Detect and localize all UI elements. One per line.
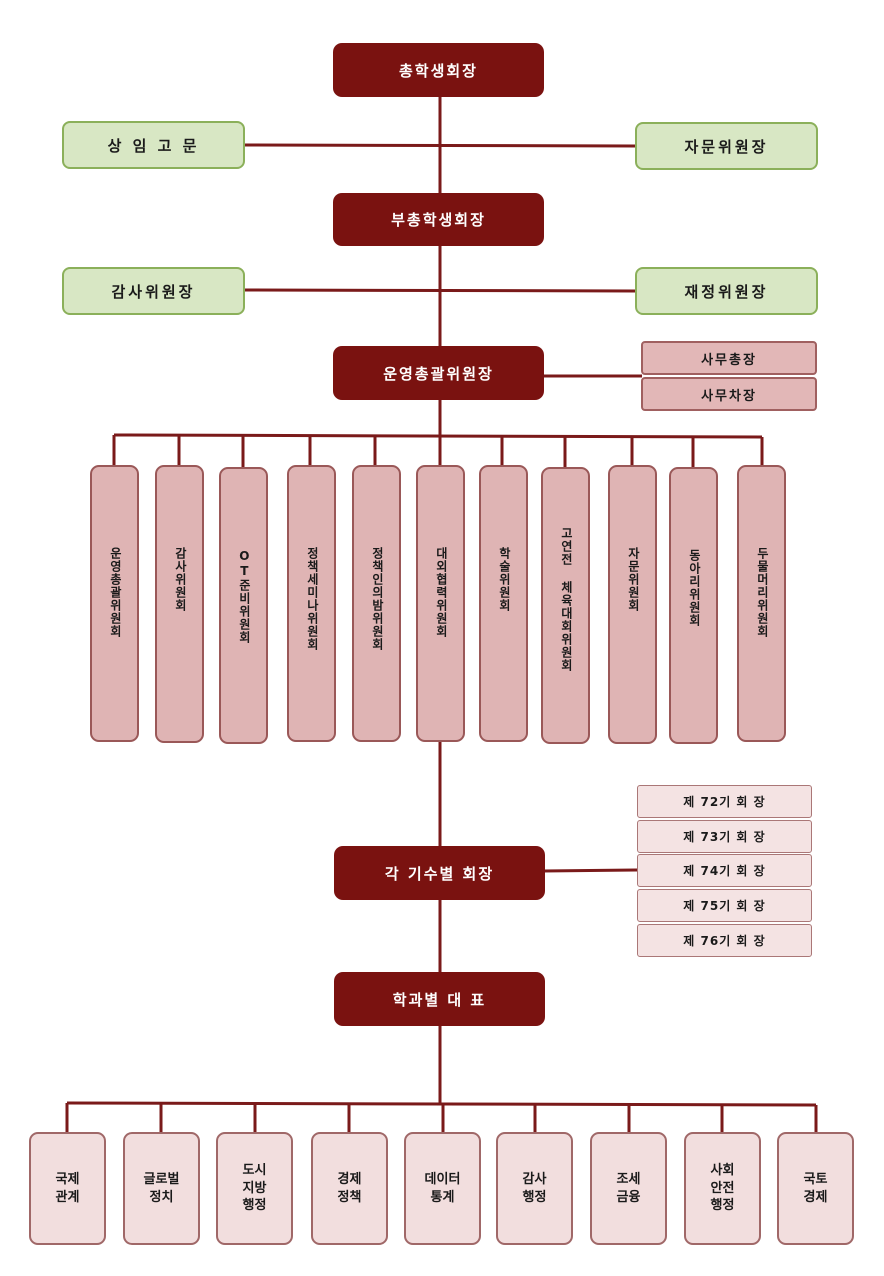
- cohort-item-label: 제 76기 회 장: [683, 934, 766, 948]
- committee-label: OT준비위원회: [237, 549, 252, 644]
- ops-chair-label: 운영총괄위원장: [383, 364, 494, 383]
- committee-box: 정책세미나위원회: [287, 465, 336, 742]
- department-label: 경제 정책: [337, 1171, 362, 1205]
- advisor-left-box: 상 임 고 문: [62, 121, 245, 169]
- department-box: 경제 정책: [311, 1132, 388, 1245]
- committee-label: 정책세미나위원회: [305, 547, 320, 651]
- advisor-left-label: 상 임 고 문: [107, 136, 200, 155]
- secretary-general-label: 사무총장: [701, 352, 757, 368]
- committee-box: 자문위원회: [608, 465, 657, 744]
- department-label: 데이터 통계: [424, 1171, 461, 1205]
- committee-box: 고연전 체육대회위원회: [541, 467, 590, 744]
- ops-chair-box: 운영총괄위원장: [333, 346, 544, 400]
- department-box: 도시 지방 행정: [216, 1132, 293, 1245]
- department-box: 감사 행정: [496, 1132, 573, 1245]
- committee-label: 감사위원회: [173, 547, 188, 612]
- finance-chair-box: 재정위원장: [635, 267, 818, 315]
- department-box: 데이터 통계: [404, 1132, 481, 1245]
- cohort-item-label: 제 75기 회 장: [683, 899, 766, 913]
- cohort-item: 제 73기 회 장: [637, 820, 812, 853]
- president-box: 총학생회장: [333, 43, 544, 97]
- committee-label: 고연전 체육대회위원회: [559, 527, 574, 672]
- committee-box: 운영총괄위원회: [90, 465, 139, 742]
- vice-president-box: 부총학생회장: [333, 193, 544, 246]
- department-box: 국토 경제: [777, 1132, 854, 1245]
- committee-label: 자문위원회: [626, 547, 641, 612]
- advisor-right-box: 자문위원장: [635, 122, 818, 170]
- committee-label: 대외협력위원회: [434, 547, 449, 638]
- deputy-secretary-box: 사무차장: [641, 377, 817, 411]
- cohort-president-label: 각 기수별 회장: [384, 864, 495, 883]
- committee-box: 감사위원회: [155, 465, 204, 743]
- cohort-item: 제 76기 회 장: [637, 924, 812, 957]
- committee-box: 정책인의밤위원회: [352, 465, 401, 742]
- department-label: 조세 금융: [616, 1171, 641, 1205]
- department-box: 사회 안전 행정: [684, 1132, 761, 1245]
- committee-label: 정책인의밤위원회: [370, 547, 385, 651]
- president-label: 총학생회장: [398, 61, 478, 80]
- department-label: 국제 관계: [55, 1171, 80, 1205]
- committee-label: 동아리위원회: [687, 549, 702, 627]
- cohort-item: 제 75기 회 장: [637, 889, 812, 922]
- committee-box: 학술위원회: [479, 465, 528, 742]
- department-box: 조세 금융: [590, 1132, 667, 1245]
- cohort-item: 제 74기 회 장: [637, 854, 812, 887]
- deputy-secretary-label: 사무차장: [701, 388, 757, 404]
- committee-box: 두물머리위원회: [737, 465, 786, 742]
- cohort-item-label: 제 74기 회 장: [683, 864, 766, 878]
- committee-box: 동아리위원회: [669, 467, 718, 744]
- cohort-item: 제 72기 회 장: [637, 785, 812, 818]
- committee-label: 운영총괄위원회: [108, 547, 123, 638]
- department-label: 국토 경제: [803, 1171, 828, 1205]
- department-label: 도시 지방 행정: [242, 1163, 267, 1214]
- department-label: 사회 안전 행정: [710, 1163, 735, 1214]
- department-box: 글로벌 정치: [123, 1132, 200, 1245]
- committee-label: 학술위원회: [497, 547, 512, 612]
- committee-box: OT준비위원회: [219, 467, 268, 744]
- finance-chair-label: 재정위원장: [684, 282, 769, 301]
- advisor-right-label: 자문위원장: [684, 137, 769, 156]
- department-label: 감사 행정: [522, 1171, 547, 1205]
- vice-president-label: 부총학생회장: [391, 211, 486, 229]
- cohort-item-label: 제 73기 회 장: [683, 830, 766, 844]
- department-box: 국제 관계: [29, 1132, 106, 1245]
- department-rep-label: 학과별 대 표: [392, 990, 487, 1009]
- committee-label: 두물머리위원회: [755, 547, 770, 638]
- committee-box: 대외협력위원회: [416, 465, 465, 742]
- department-label: 글로벌 정치: [143, 1171, 180, 1205]
- cohort-president-box: 각 기수별 회장: [334, 846, 545, 900]
- audit-chair-label: 감사위원장: [111, 282, 196, 301]
- cohort-item-label: 제 72기 회 장: [683, 795, 766, 809]
- audit-chair-box: 감사위원장: [62, 267, 245, 315]
- secretary-general-box: 사무총장: [641, 341, 817, 375]
- department-rep-box: 학과별 대 표: [334, 972, 545, 1026]
